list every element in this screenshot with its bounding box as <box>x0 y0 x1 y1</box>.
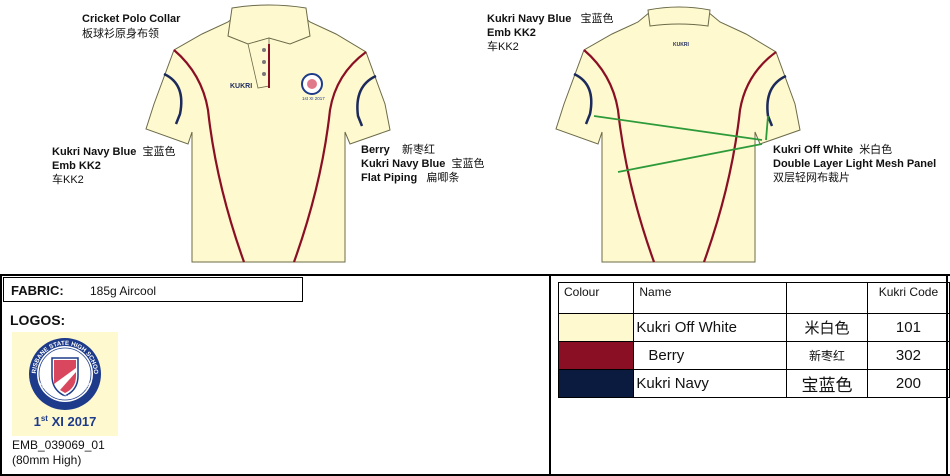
piping-note: Berry 新枣红 Kukri Navy Blue 宝蓝色 Flat Pipin… <box>361 144 485 184</box>
left-border <box>0 274 2 476</box>
header-name: Name <box>639 285 672 299</box>
front-chest-logo: KUKRI <box>230 83 252 90</box>
collar-label-cn: 板球衫原身布领 <box>82 28 159 40</box>
colour-swatch <box>557 341 635 370</box>
colour-name: Kukri Navy <box>636 375 709 392</box>
logos-title: LOGOS: <box>10 312 66 328</box>
bottom-border <box>0 474 950 476</box>
back-shirt-drawing: KUKRI <box>555 6 801 263</box>
colour-cn: 宝蓝色 <box>801 376 853 395</box>
colour-cn: 新枣红 <box>809 349 846 363</box>
colour-code: 302 <box>895 347 921 364</box>
colour-table: Colour Name Kukri Code Kukri Off White 米… <box>557 282 950 398</box>
fabric-label: FABRIC: <box>11 283 64 298</box>
back-collar <box>647 6 711 27</box>
table-row: Berry 新枣红 302 <box>557 341 950 370</box>
front-sleeve-note: Kukri Navy Blue 宝蓝色 Emb KK2 车KK2 <box>52 146 176 186</box>
colour-code: 101 <box>895 319 921 336</box>
colour-code: 200 <box>895 375 921 392</box>
colour-table-header: Colour Name Kukri Code <box>557 282 950 314</box>
back-neck-logo: KUKRI <box>673 42 689 48</box>
logo-panel: BRISBANE STATE HIGH SCHOOL SCIENTIA est … <box>10 327 118 436</box>
logo-code: EMB_039069_01(80mm High) <box>12 438 105 467</box>
colour-swatch <box>557 369 635 398</box>
header-colour: Colour <box>564 285 600 299</box>
back-top-note: Kukri Navy Blue 宝蓝色 Emb KK2 车KK2 <box>487 13 614 53</box>
header-code: Kukri Code <box>878 285 939 299</box>
svg-text:1st XI 2017: 1st XI 2017 <box>34 414 97 429</box>
collar-label-en: Cricket Polo Collar <box>82 13 181 25</box>
front-shirt-drawing: KUKRI 1st XI 2017 <box>145 4 391 263</box>
mesh-panel-note: Kukri Off White 米白色 Double Layer Light M… <box>773 144 937 184</box>
column-divider <box>549 274 551 476</box>
fabric-box: FABRIC: 185g Aircool <box>3 277 303 302</box>
fabric-value: 185g Aircool <box>90 284 157 298</box>
section-divider <box>0 274 950 276</box>
school-badge-icon: BRISBANE STATE HIGH SCHOOL SCIENTIA est … <box>10 327 101 429</box>
svg-text:1st XI 2017: 1st XI 2017 <box>302 96 325 101</box>
colour-name: Kukri Off White <box>636 319 737 336</box>
table-row: Kukri Off White 米白色 101 <box>557 313 950 342</box>
header-cn <box>787 283 867 287</box>
colour-swatch <box>557 313 635 342</box>
colour-cn: 米白色 <box>804 320 850 337</box>
colour-name: Berry <box>648 347 685 364</box>
table-row: Kukri Navy 宝蓝色 200 <box>557 369 950 398</box>
